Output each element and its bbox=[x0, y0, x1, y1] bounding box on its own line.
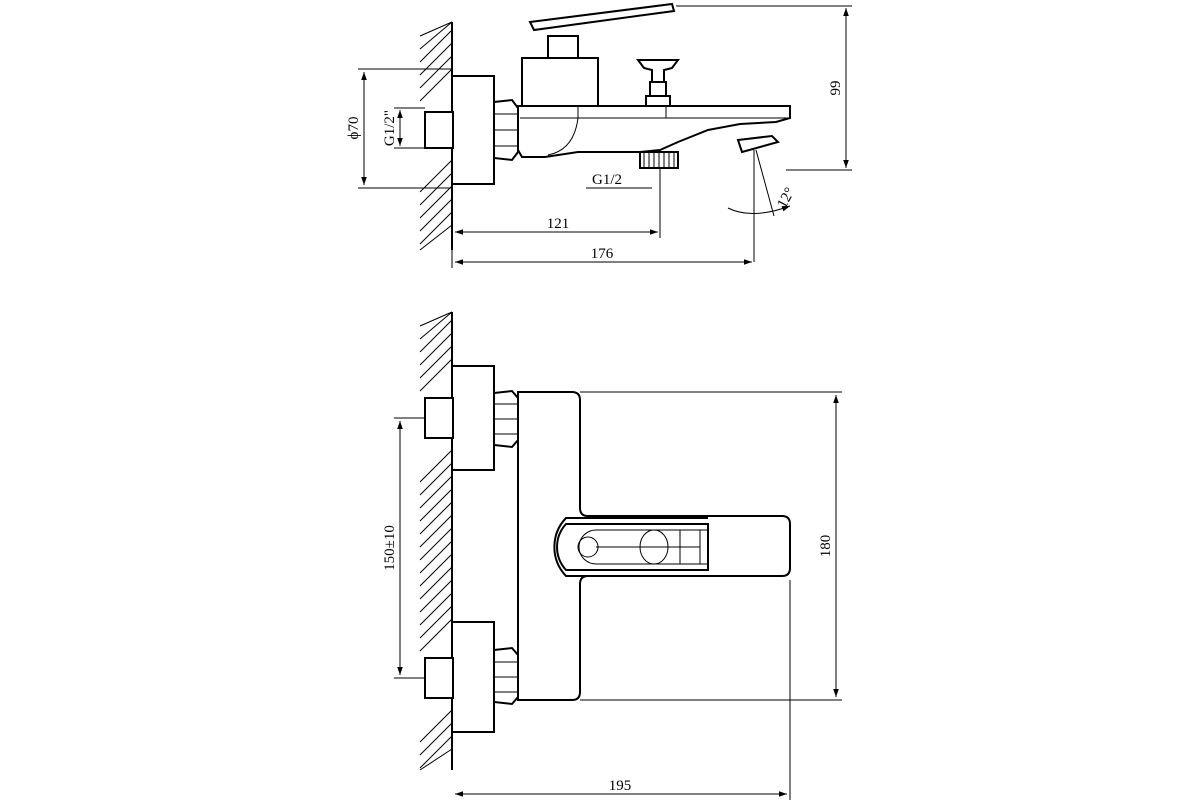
outlet-thread-side bbox=[639, 151, 679, 169]
wall-hatch-line bbox=[419, 172, 453, 206]
wall-front bbox=[419, 311, 453, 771]
dim-angle-12: 12° bbox=[727, 149, 798, 262]
wall-hatch-line bbox=[419, 592, 453, 626]
dim-outlet-thread: G1/2 bbox=[586, 168, 661, 238]
wall-hatch-line bbox=[419, 488, 453, 522]
wall-hatch-line bbox=[419, 211, 453, 245]
wall-hatch-line bbox=[419, 185, 453, 219]
wall-hatch-line bbox=[419, 311, 453, 327]
wall-hatch-line bbox=[419, 475, 453, 509]
wall-hatch-line bbox=[419, 311, 453, 340]
wall-hatch-line bbox=[419, 605, 453, 639]
wall-hatch-line bbox=[419, 553, 453, 587]
dim-depth-176: 176 bbox=[451, 246, 752, 268]
wall-hatch-line bbox=[419, 722, 453, 756]
wall-hatch-line bbox=[419, 566, 453, 600]
wall-hatch-line bbox=[419, 21, 453, 37]
wall-hatch-line bbox=[419, 198, 453, 232]
dim-depth-176-label: 176 bbox=[591, 246, 614, 262]
wall-hatch-line bbox=[419, 345, 453, 379]
wall-hatch-line bbox=[419, 735, 453, 769]
spout-tip-side bbox=[736, 134, 780, 154]
wall-hatch-line bbox=[419, 21, 453, 50]
diverter-knob-side bbox=[636, 59, 680, 107]
lever-stem-side bbox=[547, 35, 579, 59]
dim-outlet-thread-label: G1/2 bbox=[592, 172, 622, 188]
dim-height-180-label: 180 bbox=[818, 535, 834, 558]
wall-hatch-line bbox=[419, 748, 453, 771]
dim-height-99: 99 bbox=[676, 5, 852, 171]
dim-height-180: 180 bbox=[580, 391, 842, 701]
dim-offset-121: 121 bbox=[455, 216, 658, 235]
wall-hatch-line bbox=[419, 68, 453, 102]
wall-flange-side bbox=[451, 75, 495, 185]
wall-hatch-line bbox=[419, 709, 453, 743]
mixer-body-side bbox=[517, 105, 791, 158]
wall-hatch-line bbox=[419, 618, 453, 652]
dim-inlet-thread: G1/2" bbox=[382, 107, 425, 149]
dim-inlet-thread-label: G1/2" bbox=[382, 110, 398, 146]
dim-width-195: 195 bbox=[455, 580, 791, 800]
wall-hatch-line bbox=[419, 540, 453, 574]
cartridge-housing-side bbox=[521, 57, 599, 107]
front-view: 150±10 180 195 bbox=[382, 311, 842, 800]
wall-hatch-line bbox=[419, 319, 453, 353]
lower-connection-front bbox=[424, 621, 519, 733]
wall-hatch-line bbox=[419, 358, 453, 392]
dim-offset-121-label: 121 bbox=[547, 216, 570, 232]
side-view: ϕ70 G1/2" 99 G1/2 12° bbox=[346, 2, 852, 268]
dim-angle-label: 12° bbox=[774, 185, 798, 211]
dim-diameter-70: ϕ70 bbox=[346, 68, 452, 189]
wall-hatch-line bbox=[419, 159, 453, 193]
inlet-stub-side bbox=[424, 111, 454, 149]
lever-front bbox=[553, 517, 709, 577]
lever-handle-side bbox=[528, 2, 676, 32]
wall-hatch-line bbox=[419, 55, 453, 89]
dim-diameter-label: ϕ70 bbox=[346, 117, 362, 140]
wall-hatch-line bbox=[419, 527, 453, 561]
dim-width-195-label: 195 bbox=[609, 778, 632, 794]
wall-hatch-line bbox=[419, 514, 453, 548]
wall-hatch-line bbox=[419, 579, 453, 613]
wall-hatch-line bbox=[419, 29, 453, 63]
wall-hatch-line bbox=[419, 501, 453, 535]
dim-height-99-label: 99 bbox=[828, 81, 844, 96]
wall-hatch-line bbox=[419, 42, 453, 76]
wall-hatch-line bbox=[419, 462, 453, 496]
upper-connection-front bbox=[424, 365, 519, 471]
dim-centers-150: 150±10 bbox=[382, 417, 425, 679]
wall-hatch-line bbox=[419, 224, 453, 251]
wall-hatch-line bbox=[419, 449, 453, 483]
wall-hatch-line bbox=[419, 332, 453, 366]
dim-centers-label: 150±10 bbox=[382, 525, 398, 571]
